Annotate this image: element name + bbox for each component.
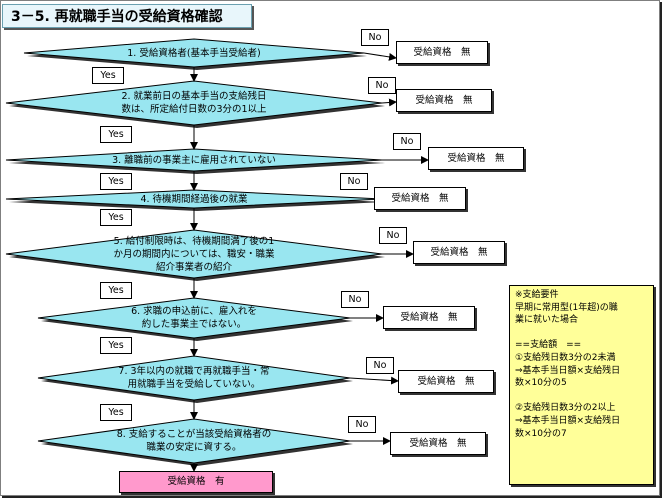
final-result-box: 受給資格 有	[119, 471, 273, 493]
yes-label-5: Yes	[100, 282, 132, 299]
decision-text-8: 8. 支給することが当該受給資格者の 職業の安定に資する。	[116, 429, 272, 453]
no-label-5: No	[379, 227, 407, 244]
payment-note: ※支給要件 早期に常用型(1年超)の職 業に就いた場合 ==支給額 == ①支給…	[509, 285, 654, 485]
decision-text-3: 3. 離職前の事業主に雇用されていない	[112, 154, 276, 166]
decision-text-1: 1. 受給資格者(基本手当受給者)	[127, 47, 261, 59]
no-label-7: No	[366, 357, 394, 374]
no-arrow	[381, 98, 397, 107]
no-result-box-8: 受給資格 無	[390, 432, 486, 455]
yes-label-6: Yes	[100, 337, 132, 354]
decision-text-4: 4. 待機期間経過後の就業	[140, 193, 248, 205]
no-result-box-2: 受給資格 無	[396, 89, 492, 112]
yes-label-3: Yes	[100, 173, 132, 190]
no-result-box-4: 受給資格 無	[374, 187, 466, 210]
no-result-box-3: 受給資格 無	[428, 147, 524, 170]
no-label-1: No	[361, 29, 389, 46]
no-label-4: No	[340, 173, 368, 190]
no-label-6: No	[341, 291, 369, 308]
decision-text-6: 6. 求職の申込前に、雇入れを 約した事業主ではない。	[131, 306, 257, 330]
decision-text-5: 5. 給付制限時は、待機期間満了後の1 か月の期間内については、職安・職業 紹介…	[113, 235, 275, 273]
decision-text-7: 7. 3年以内の就職で再就職手当・常 用就職手当を受給していない。	[118, 366, 270, 390]
no-result-box-6: 受給資格 無	[383, 306, 475, 329]
decision-text-2: 2. 就業前日の基本手当の支給残日 数は、所定給付日数の3分の1以上	[121, 91, 267, 115]
page-title: 3－5. 再就職手当の受給資格確認	[2, 4, 252, 28]
no-result-box-5: 受給資格 無	[413, 241, 505, 264]
no-result-box-1: 受給資格 無	[396, 41, 488, 64]
no-label-8: No	[348, 416, 376, 433]
no-result-box-7: 受給資格 無	[398, 370, 494, 393]
yes-label-1: Yes	[92, 67, 124, 84]
yes-label-7: Yes	[100, 404, 132, 421]
yes-label-4: Yes	[100, 209, 132, 226]
no-arrow	[363, 52, 397, 61]
no-arrow	[349, 376, 399, 385]
yes-label-2: Yes	[100, 126, 132, 143]
no-label-2: No	[368, 77, 396, 94]
no-label-3: No	[393, 133, 421, 150]
